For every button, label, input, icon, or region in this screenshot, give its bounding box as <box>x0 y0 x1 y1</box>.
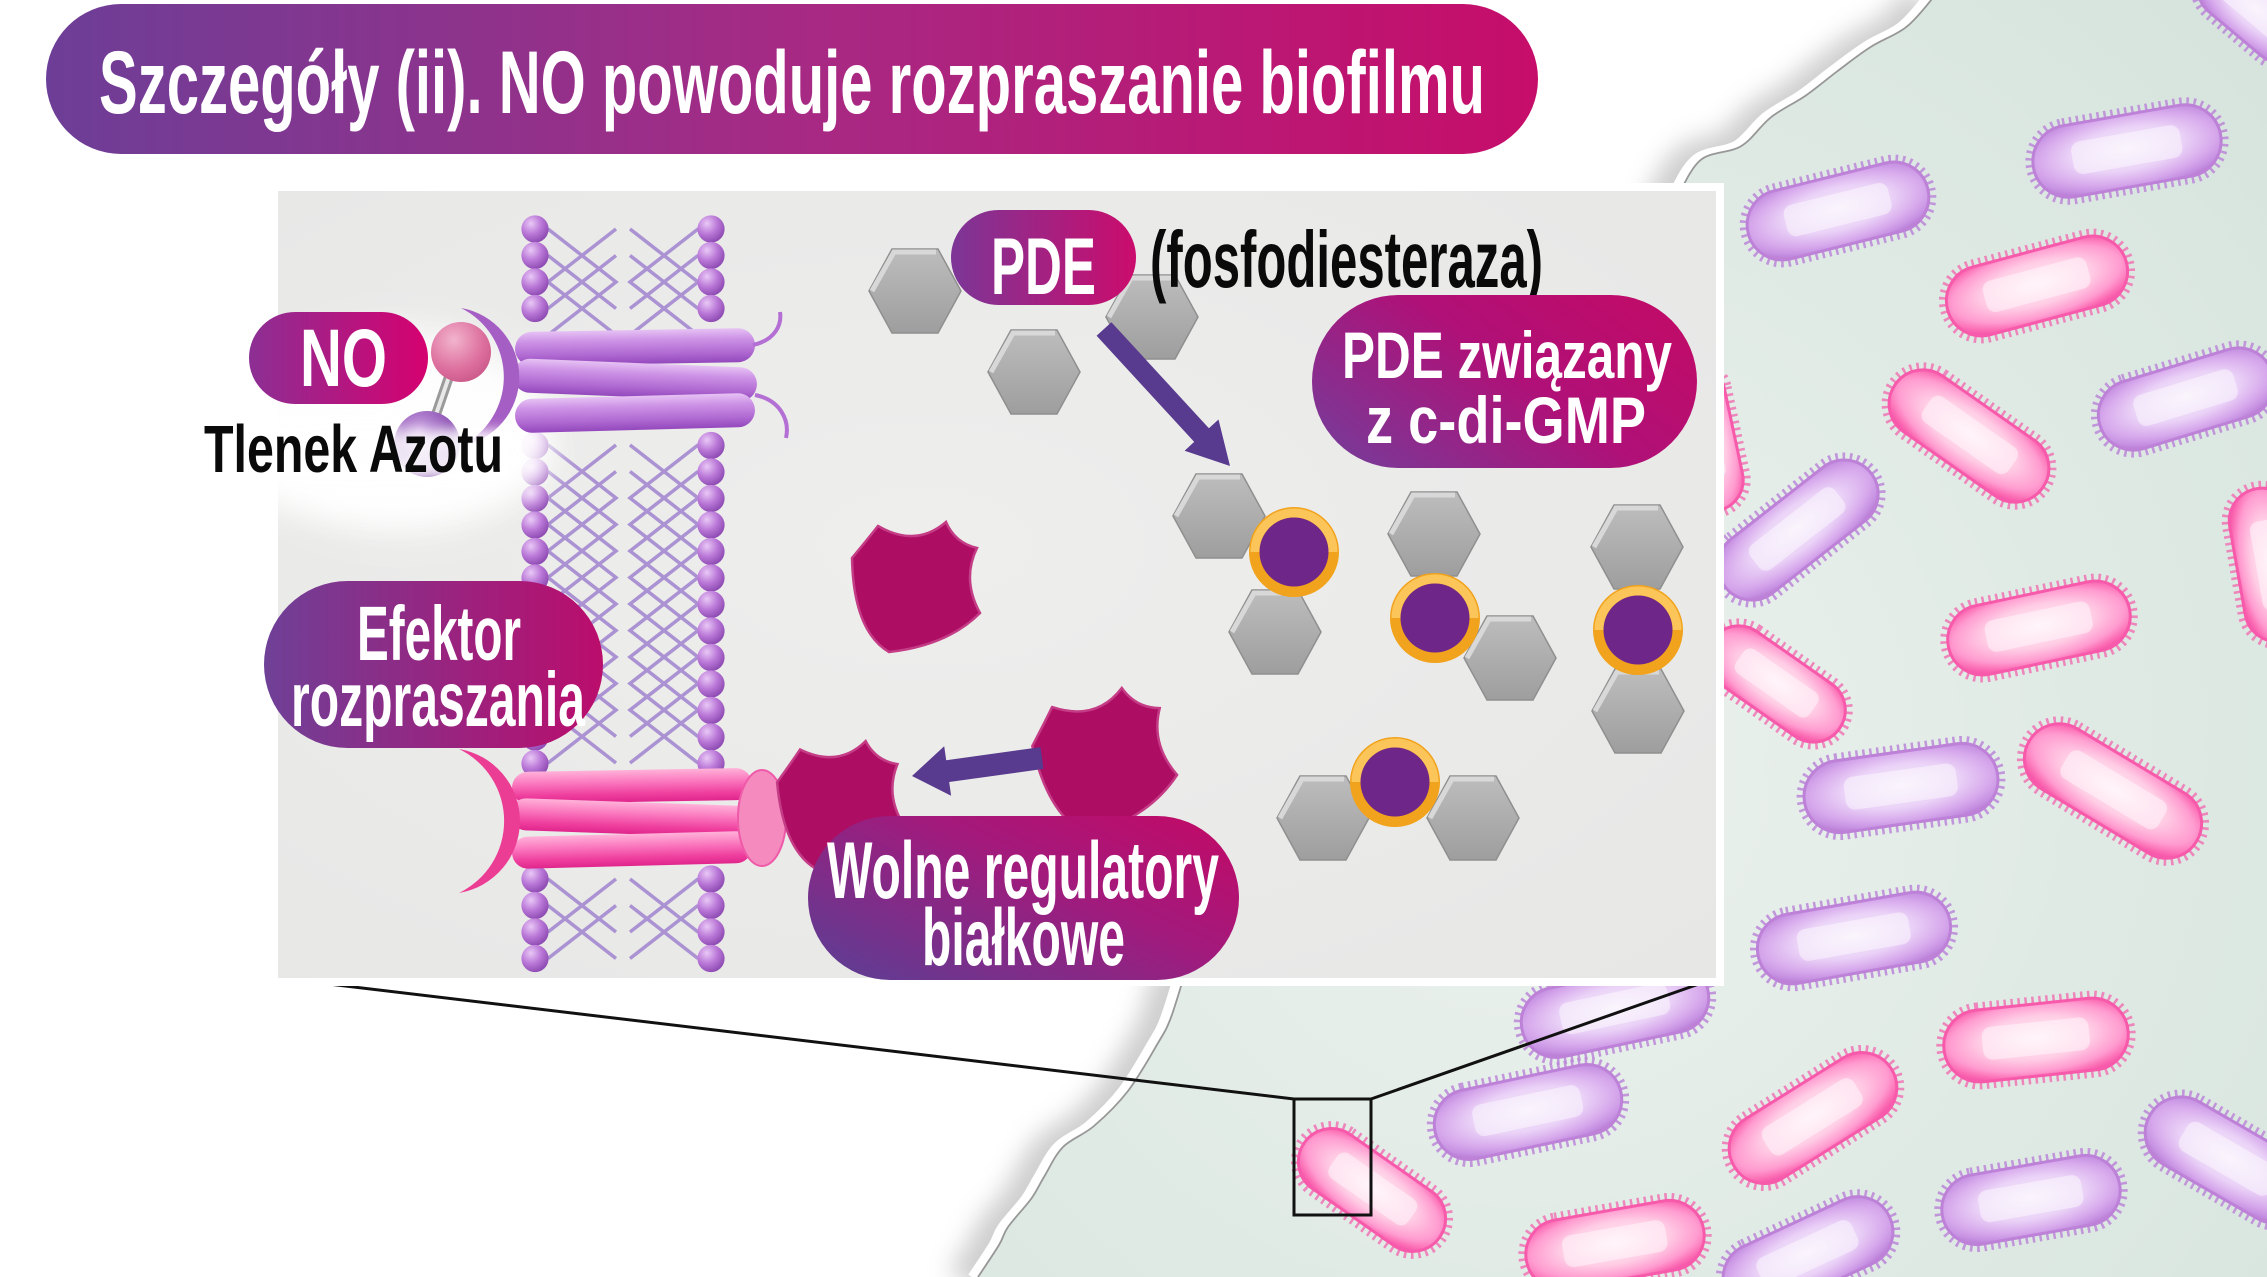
svg-text:Szczegóły (ii). NO powoduje ro: Szczegóły (ii). NO powoduje rozpraszanie… <box>99 32 1485 132</box>
svg-text:rozpraszania: rozpraszania <box>291 657 586 743</box>
svg-text:Tlenek Azotu: Tlenek Azotu <box>204 412 503 487</box>
svg-text:PDE: PDE <box>991 222 1096 312</box>
svg-text:z c-di-GMP: z c-di-GMP <box>1366 383 1646 457</box>
svg-text:PDE związany: PDE związany <box>1342 318 1672 392</box>
svg-text:Tlenek Azotu: Tlenek Azotu <box>204 412 503 487</box>
svg-text:Efektor: Efektor <box>357 591 521 677</box>
svg-text:(fosfodiesteraza): (fosfodiesteraza) <box>1150 215 1543 304</box>
svg-text:Wolne regulatory: Wolne regulatory <box>827 826 1219 916</box>
svg-text:NO: NO <box>300 313 387 404</box>
svg-text:białkowe: białkowe <box>922 893 1125 983</box>
